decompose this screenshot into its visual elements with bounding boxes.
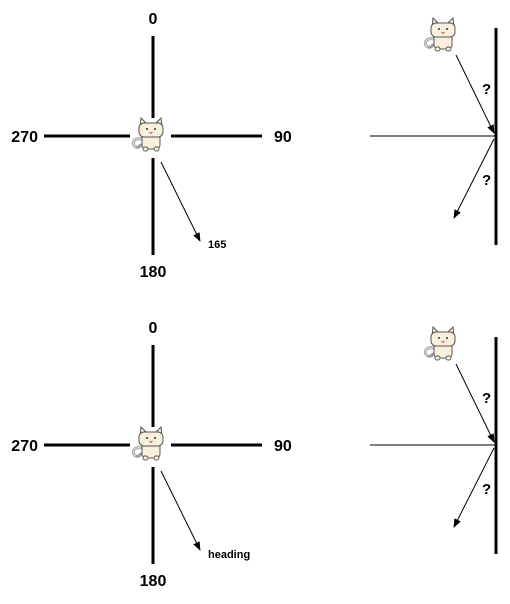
outgoing-ray (453, 138, 495, 219)
cat-sprite-icon (423, 16, 457, 53)
question-outgoing: ? (482, 172, 491, 189)
label-south: 180 (140, 264, 167, 281)
label-north: 0 (149, 320, 158, 337)
question-incoming: ? (482, 390, 491, 407)
label-east: 90 (274, 129, 292, 146)
incoming-ray (455, 54, 495, 134)
compass-diagram: 0 90 180 270 heading (11, 320, 292, 590)
label-south: 180 (140, 573, 167, 590)
question-outgoing: ? (482, 481, 491, 498)
cat-sprite-icon (131, 425, 165, 462)
heading-arrow (160, 470, 201, 551)
bounce-diagram: ? ? (370, 16, 498, 245)
label-west: 270 (11, 438, 38, 455)
arrow-label: 165 (208, 239, 226, 251)
arrow-label: heading (208, 549, 250, 561)
question-incoming: ? (482, 81, 491, 98)
cat-sprite-icon (131, 116, 165, 153)
compass-diagram: 0 90 180 270 165 (11, 11, 292, 281)
top-panel: 0 90 180 270 165 ? ? (11, 11, 498, 281)
label-north: 0 (149, 11, 158, 28)
heading-arrow (160, 161, 201, 242)
outgoing-ray (453, 447, 495, 528)
cat-sprite-icon (423, 325, 457, 362)
bounce-diagram: ? ? (370, 325, 498, 554)
label-east: 90 (274, 438, 292, 455)
label-west: 270 (11, 129, 38, 146)
bottom-panel: 0 90 180 270 heading ? ? (11, 320, 498, 590)
incoming-ray (455, 363, 495, 443)
